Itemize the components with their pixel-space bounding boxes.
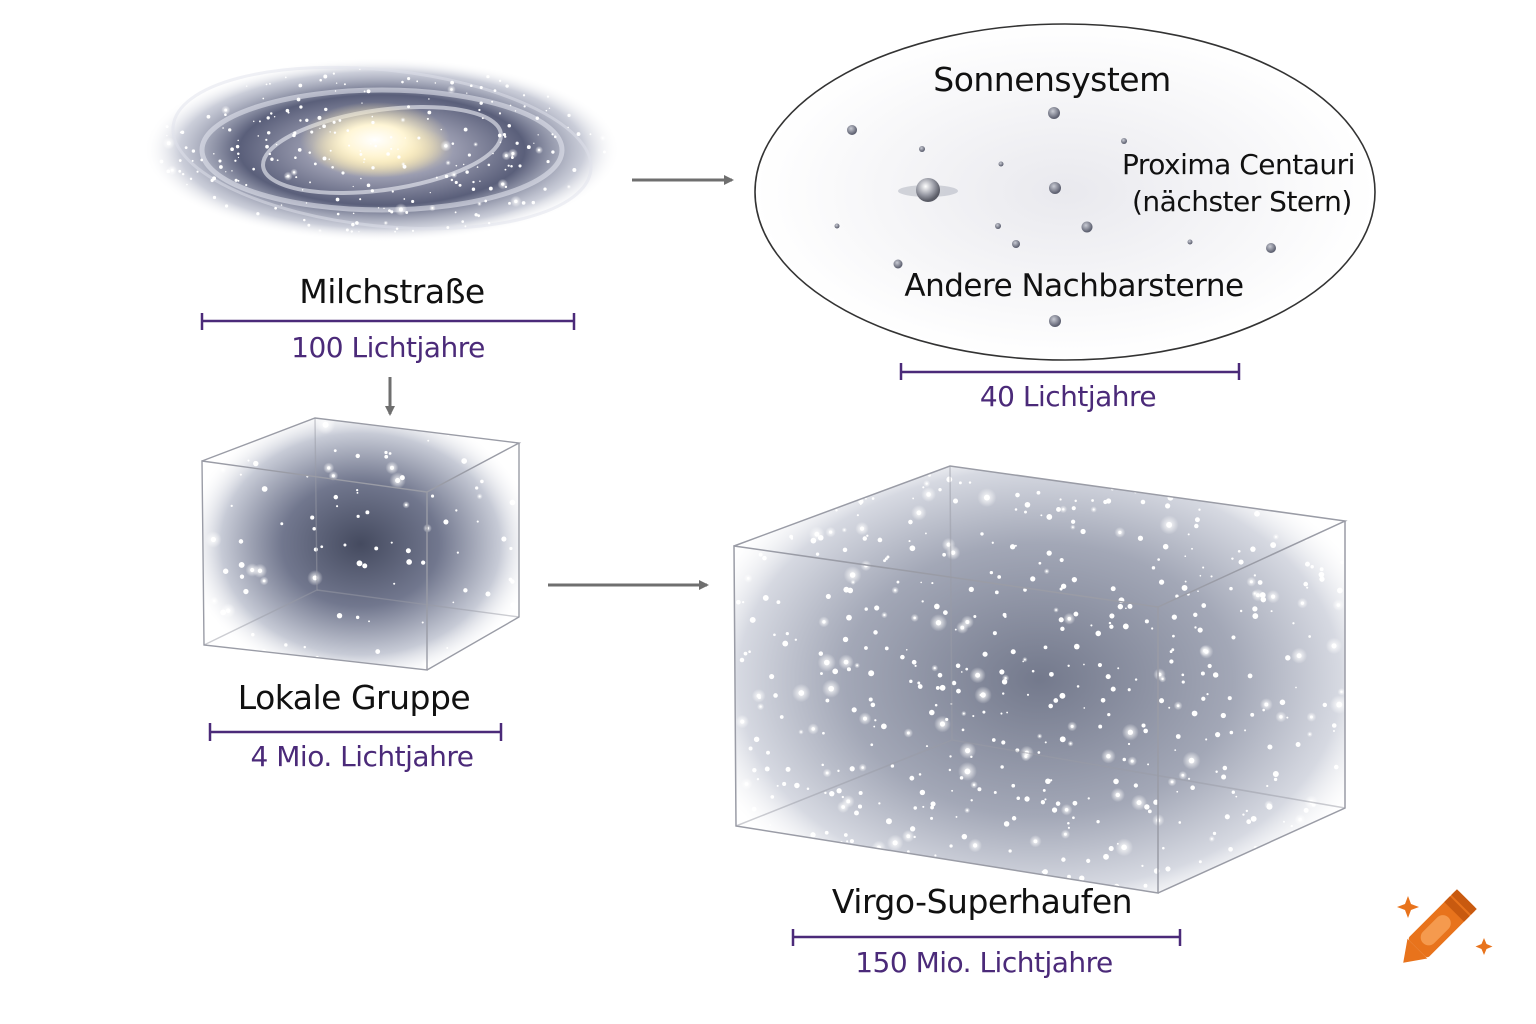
local-group-cube [201,415,522,672]
solar-neighborhood [754,23,1376,361]
local-group-scale-label: 4 Mio. Lichtjahre [250,740,474,773]
crayon-icon [1380,866,1500,986]
proxima-dot [1049,182,1061,194]
scale-bar-solar [899,363,1241,380]
milky-way-scale-label: 100 Lichtjahre [291,331,485,364]
virgo-scale-label: 150 Mio. Lichtjahre [855,946,1113,979]
milky-way-title: Milchstraße [299,272,485,311]
solar-system-title: Sonnensystem [933,60,1171,99]
galaxy-stars [159,68,606,233]
local-group-title: Lokale Gruppe [237,678,471,717]
proxima-line2: (nächster Stern) [1132,185,1352,218]
other-stars-label: Andere Nachbarsterne [904,268,1244,304]
virgo-supercluster-box [733,465,1349,894]
scale-bar-local-group [208,723,503,741]
scale-bar-milky-way [200,313,576,330]
scale-bar-virgo [791,929,1182,946]
sun-dot [916,178,940,202]
solar-scale-label: 40 Lichtjahre [979,380,1157,413]
milky-way-galaxy [144,58,620,242]
other-star-dot [1049,315,1061,327]
proxima-centauri-label: Proxima Centauri (nächster Stern) [1122,146,1355,220]
virgo-title: Virgo-Superhaufen [831,882,1133,921]
proxima-line1: Proxima Centauri [1122,148,1355,181]
